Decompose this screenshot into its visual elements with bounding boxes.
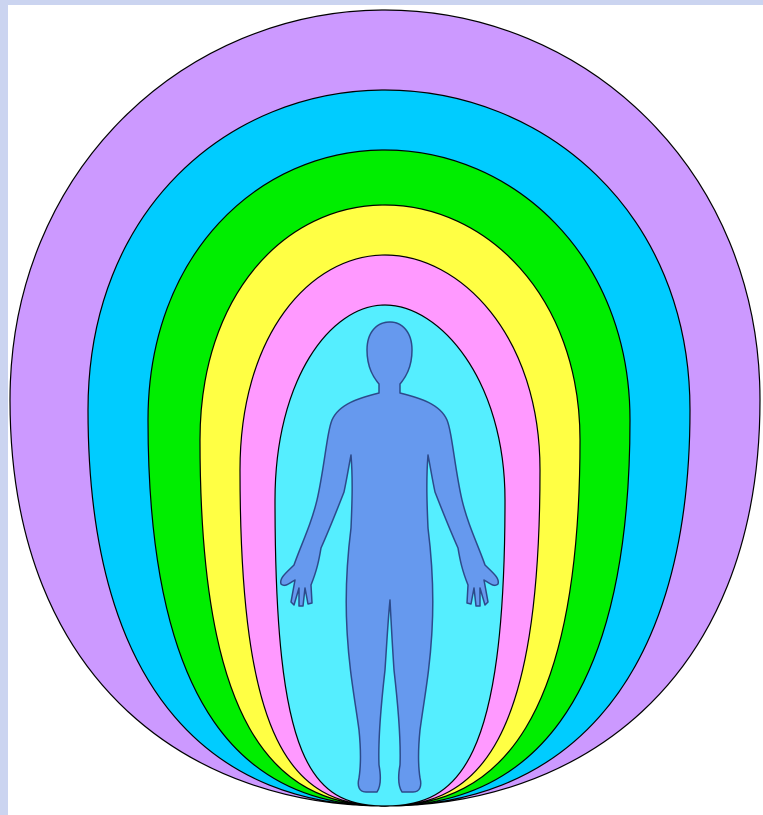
aura-diagram <box>0 0 763 815</box>
aura-svg <box>0 0 763 815</box>
